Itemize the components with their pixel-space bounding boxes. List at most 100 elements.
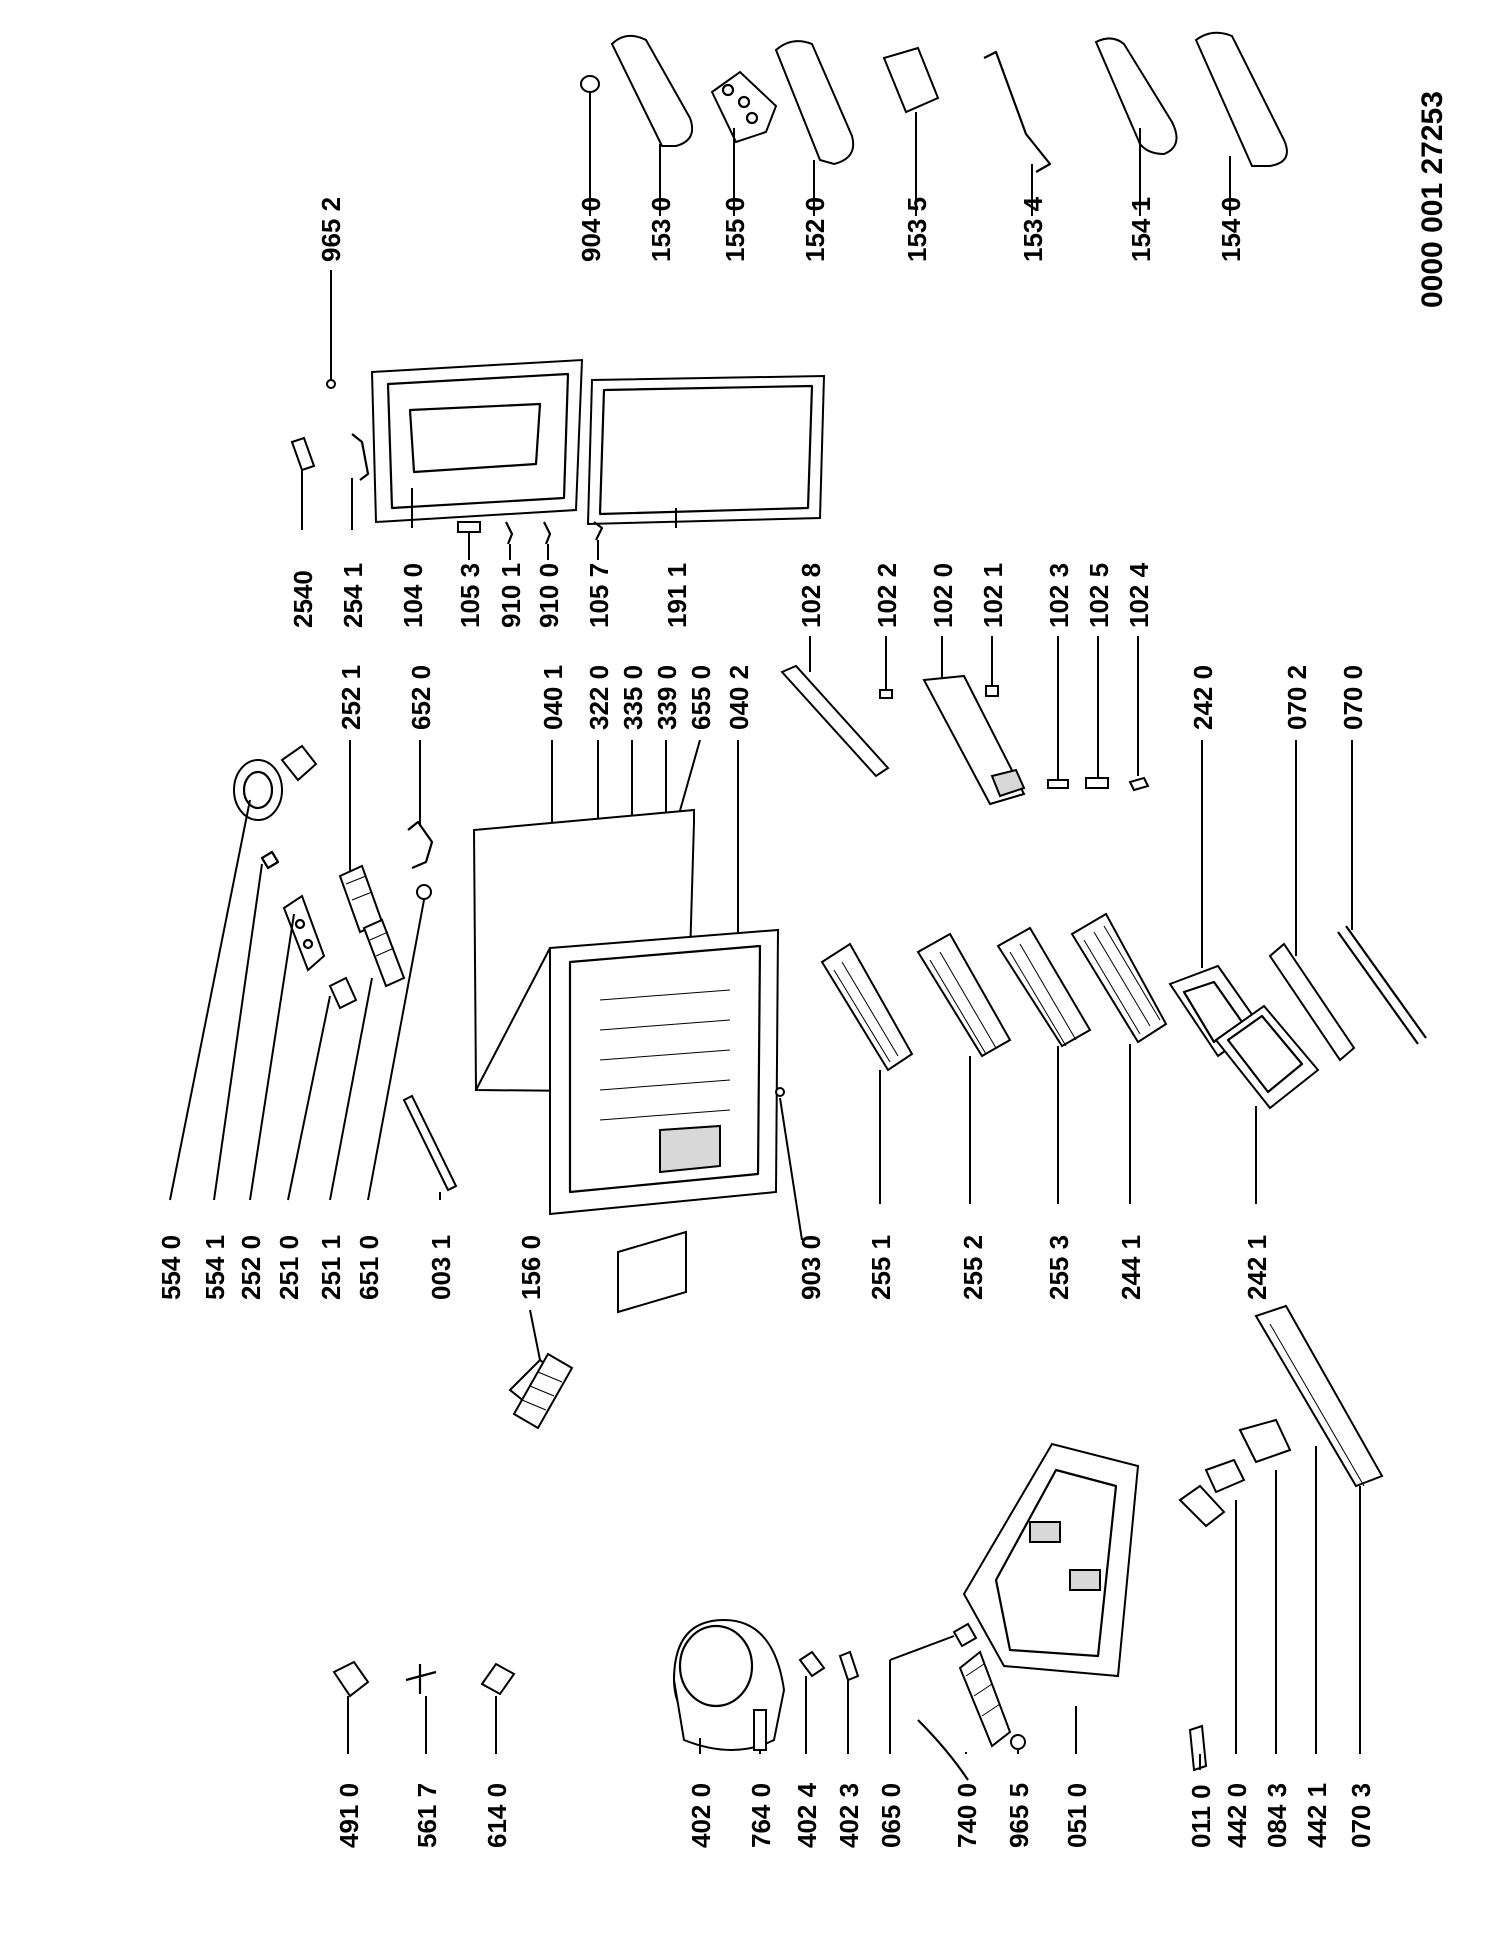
label-1053: 105 3 (455, 563, 485, 628)
label-1024: 102 4 (1124, 562, 1154, 628)
label-0510: 051 0 (1062, 1783, 1092, 1848)
label-6140: 614 0 (482, 1783, 512, 1848)
label-1541: 154 1 (1126, 197, 1156, 262)
label-0702: 070 2 (1282, 665, 1312, 730)
part-9040-icon (580, 75, 600, 216)
part-1053-icon (457, 521, 481, 533)
label-1534: 153 4 (1018, 196, 1048, 262)
part-0703-icon (1254, 1304, 1384, 1488)
part-0110-icon (1188, 1724, 1208, 1772)
shelf-2553-icon (996, 926, 1092, 1048)
label-5617: 561 7 (412, 1783, 442, 1848)
part-0031-icon (402, 1094, 458, 1192)
part-1534-icon (983, 50, 1052, 216)
part-2520-icon (282, 894, 326, 972)
label-3390: 339 0 (652, 665, 682, 730)
label-4020: 402 0 (686, 1783, 716, 1848)
label-1560: 156 0 (516, 1235, 546, 1300)
part-6520-icon (407, 820, 434, 870)
label-1028: 102 8 (796, 563, 826, 628)
document-code: 0000 001 27253 (1416, 91, 1449, 308)
part-9030-icon (775, 1087, 785, 1097)
part-1535-icon (882, 46, 940, 216)
label-0703: 070 3 (1346, 1783, 1376, 1848)
part-5617-icon (405, 1664, 437, 1694)
label-2420: 242 0 (1188, 665, 1218, 730)
shelf-2441-icon (1070, 912, 1168, 1044)
label-0110: 011 0 (1186, 1784, 1216, 1848)
part-6140-icon (480, 1662, 516, 1696)
part-4910-icon (332, 1660, 370, 1698)
part-4024-icon (798, 1650, 826, 1678)
label-9100: 910 0 (534, 563, 564, 628)
part-1057-icon (593, 521, 604, 541)
label-9652: 965 2 (316, 197, 346, 262)
condenser-icon (917, 1650, 1012, 1781)
label-1540: 154 0 (1216, 197, 1246, 262)
label-1022: 102 2 (872, 563, 902, 628)
label-9101: 910 1 (496, 563, 526, 628)
part-2540-icon (290, 436, 316, 472)
label-2551: 255 1 (866, 1235, 896, 1300)
label-5540: 554 0 (156, 1235, 186, 1300)
part-1020-icon (922, 674, 1026, 806)
label-1535: 153 5 (902, 197, 932, 262)
label-5541: 554 1 (200, 1235, 230, 1300)
label-1021: 102 1 (978, 563, 1008, 628)
part-1022-icon (879, 689, 893, 699)
label-2552: 255 2 (958, 1235, 988, 1300)
shelf-2551-icon (820, 942, 914, 1072)
label-1057: 105 7 (584, 563, 614, 628)
thermostat-icon (1178, 1418, 1292, 1528)
part-1541-icon (1094, 37, 1178, 216)
part-1023-icon (1047, 779, 1069, 789)
compressor-icon (672, 1618, 786, 1751)
part-2510-icon (328, 976, 358, 1010)
drawer-2421-icon (1214, 1004, 1320, 1110)
label-9655: 965 5 (1004, 1783, 1034, 1848)
cabinet-icon (472, 808, 780, 1314)
label-0650: 065 0 (876, 1783, 906, 1848)
shelf-2552-icon (916, 932, 1012, 1058)
part-2511-icon (362, 918, 406, 988)
label-1911: 191 1 (662, 563, 692, 628)
part-1530-icon (610, 34, 694, 216)
label-9030: 903 0 (796, 1235, 826, 1300)
label-4023: 402 3 (834, 1783, 864, 1848)
label-2441: 244 1 (1116, 1235, 1146, 1300)
label-2421: 242 1 (1242, 1235, 1272, 1300)
door-gasket-icon (586, 374, 826, 526)
part-9652-icon (326, 379, 336, 389)
fan-assembly-icon (233, 744, 318, 821)
label-9040: 904 0 (576, 197, 606, 262)
label-2553: 255 3 (1044, 1235, 1074, 1300)
part-1520-icon (774, 40, 855, 216)
label-2520: 252 0 (236, 1235, 266, 1300)
label-1023: 102 3 (1044, 563, 1074, 628)
label-2540: 2540 (288, 570, 318, 628)
label-3220: 322 0 (584, 665, 614, 730)
label-2521: 252 1 (336, 665, 366, 730)
label-3350: 335 0 (618, 665, 648, 730)
part-9100-icon (543, 521, 552, 545)
part-1028-icon (780, 664, 890, 778)
part-1024-icon (1128, 776, 1150, 792)
part-4023-icon (838, 1650, 860, 1682)
part-1021-icon (985, 685, 999, 697)
label-0402: 040 2 (724, 665, 754, 730)
label-1550: 155 0 (720, 197, 750, 262)
part-5541-icon (260, 850, 280, 870)
part-1025-icon (1085, 777, 1109, 789)
label-0843: 084 3 (1262, 1783, 1292, 1848)
label-2541: 254 1 (338, 563, 368, 628)
label-2511: 251 1 (316, 1235, 346, 1300)
label-4910: 491 0 (334, 1783, 364, 1848)
label-1040: 104 0 (398, 563, 428, 628)
label-1530: 153 0 (646, 197, 676, 262)
part-1550-icon (710, 70, 778, 216)
label-7640: 764 0 (746, 1783, 776, 1848)
part-9655-icon (1010, 1734, 1026, 1750)
label-2510: 251 0 (274, 1235, 304, 1300)
part-6510-icon (416, 884, 432, 900)
